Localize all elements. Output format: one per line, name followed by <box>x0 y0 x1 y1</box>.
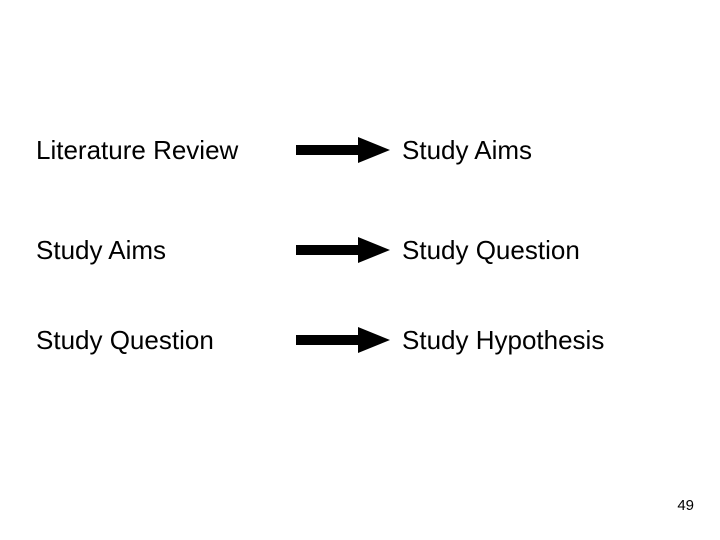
page-number: 49 <box>677 497 694 514</box>
flow-row: Literature Review Study Aims <box>0 128 720 172</box>
flow-target-label: Study Hypothesis <box>402 324 605 355</box>
flow-row: Study Aims Study Question <box>0 228 720 272</box>
right-arrow-icon <box>296 325 396 355</box>
flow-source-label: Study Aims <box>36 234 167 265</box>
flow-source-label: Study Question <box>36 324 214 355</box>
right-arrow-icon <box>296 235 396 265</box>
flow-target-label: Study Aims <box>402 134 533 165</box>
flow-source-label: Literature Review <box>36 134 239 165</box>
flow-target-label: Study Question <box>402 234 580 265</box>
flow-row: Study Question Study Hypothesis <box>0 318 720 362</box>
right-arrow-icon <box>296 135 396 165</box>
